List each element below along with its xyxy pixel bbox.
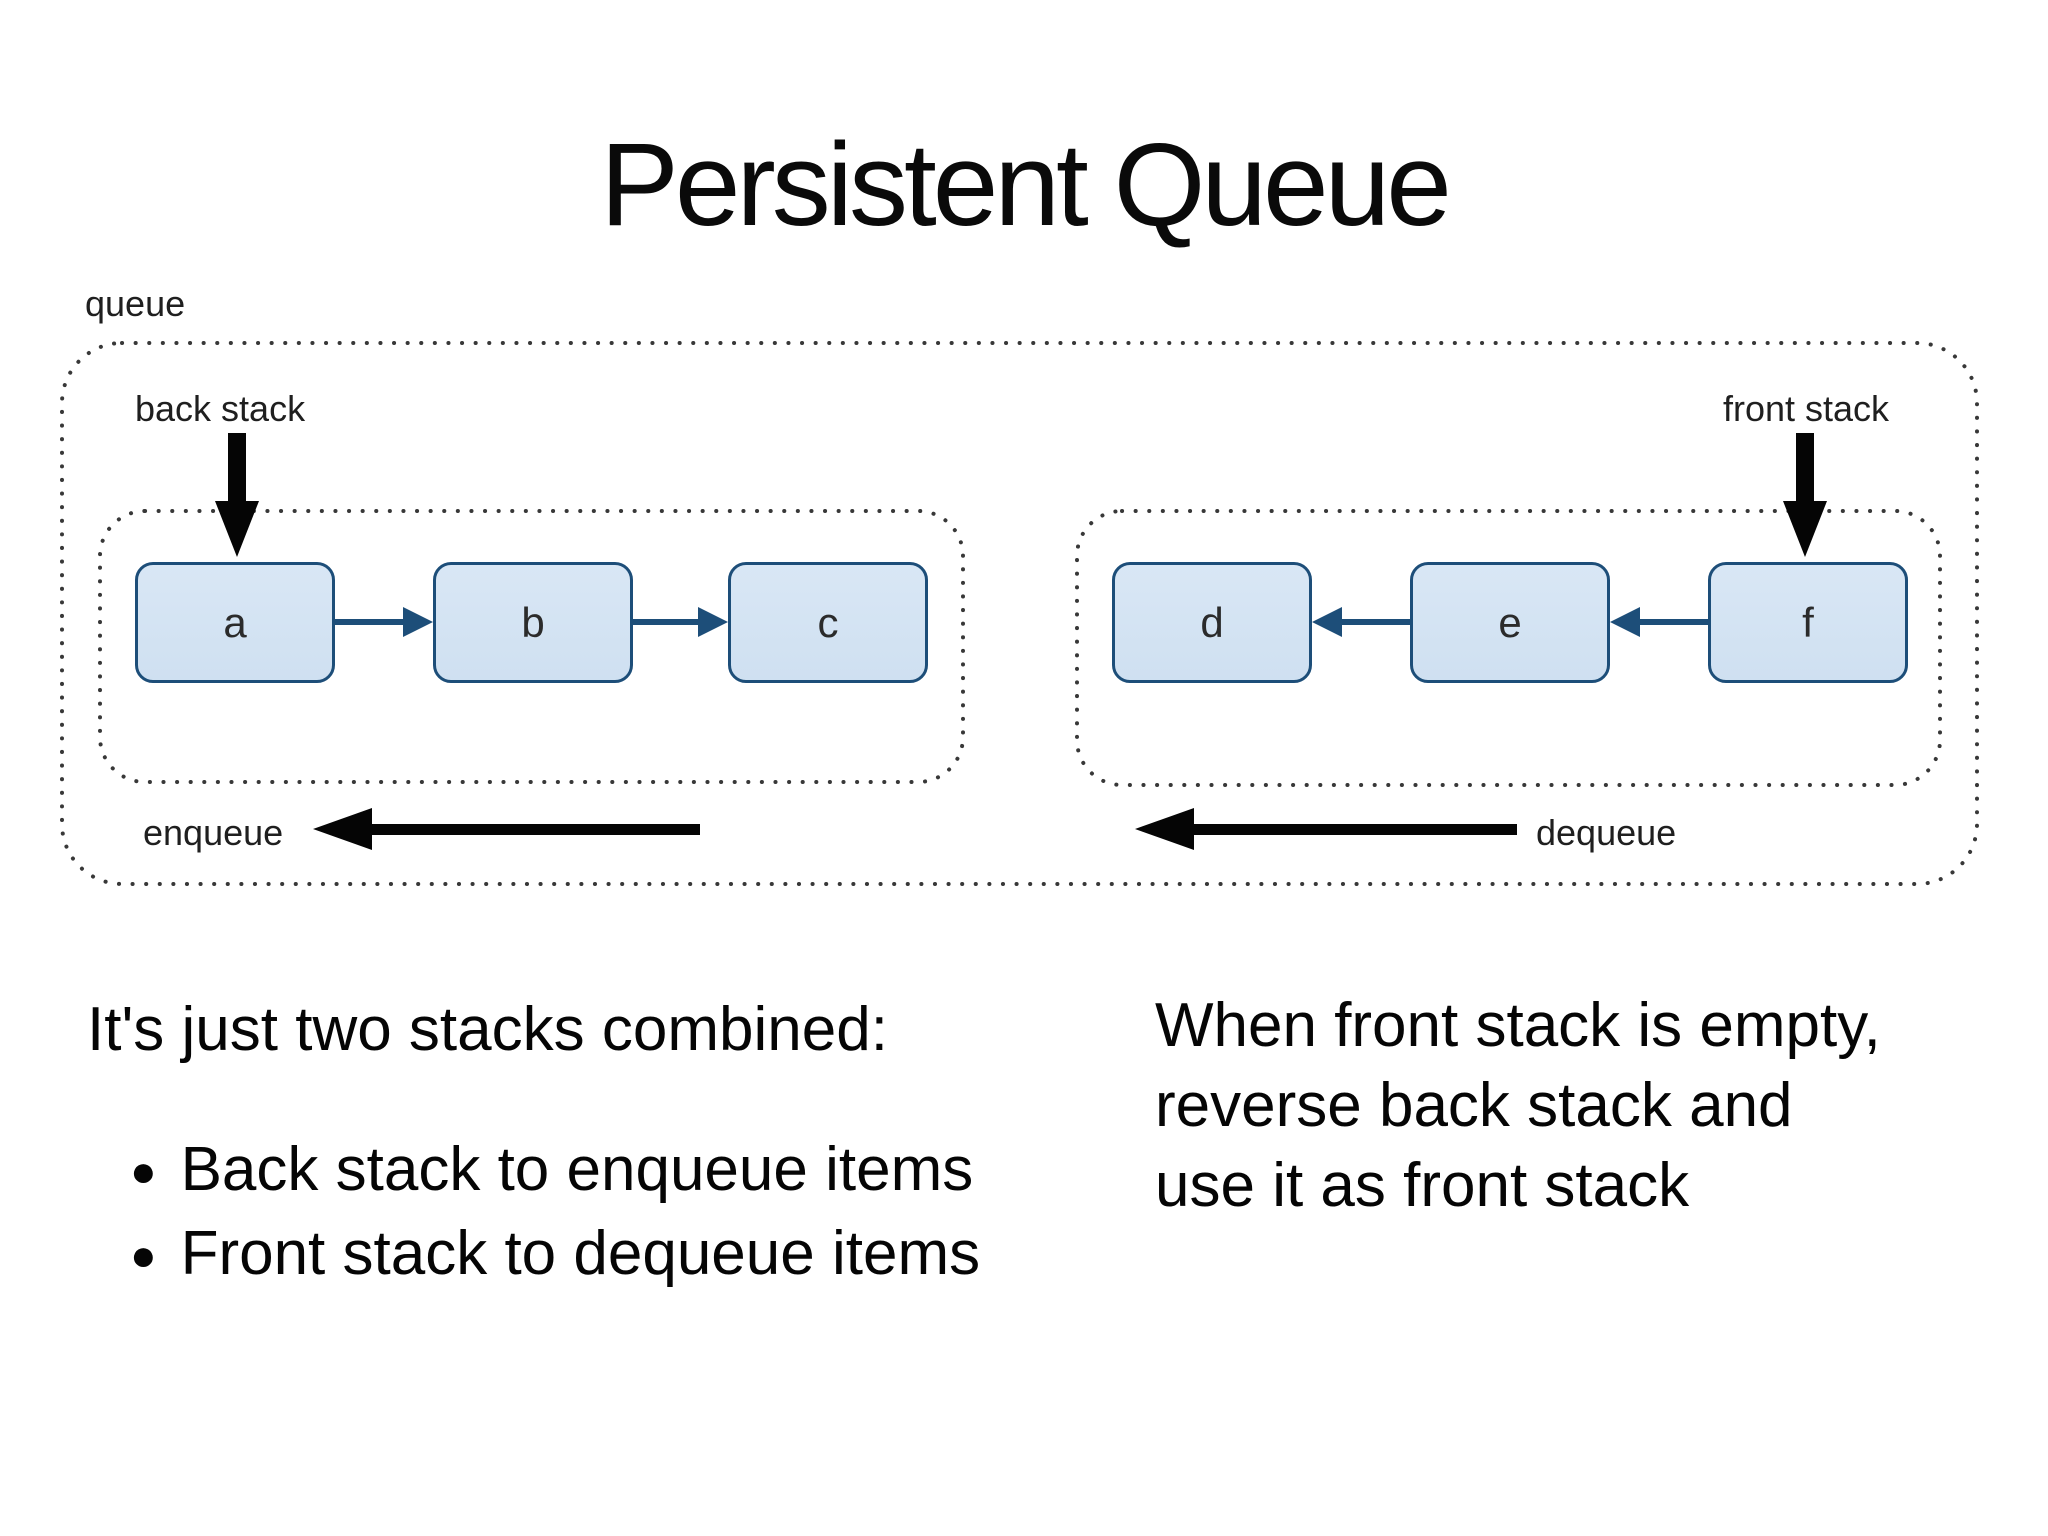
connector-e-d-arrow: [1312, 607, 1410, 637]
node-label: c: [817, 598, 839, 646]
back-stack-label: back stack: [135, 388, 306, 429]
page-title: Persistent Queue: [600, 119, 1452, 252]
enqueue-arrow: [313, 808, 700, 850]
note-line: use it as front stack: [1155, 1151, 1690, 1220]
node-label: d: [1200, 598, 1224, 646]
queue-label: queue: [85, 283, 186, 324]
node-a: a: [135, 562, 335, 683]
node-label: a: [223, 598, 247, 646]
connector-f-e-arrow: [1610, 607, 1708, 637]
connector-a-b-arrow: [335, 607, 433, 637]
left-note-bullet-list: ● Back stack to enqueue items ● Front st…: [130, 1128, 980, 1296]
bullet-icon: ●: [130, 1147, 157, 1196]
bullet-icon: ●: [130, 1231, 157, 1280]
bullet-text: Back stack to enqueue items: [180, 1135, 974, 1204]
dequeue-label: dequeue: [1536, 812, 1677, 853]
queue-boundary: [60, 341, 1979, 886]
note-line: When front stack is empty,: [1155, 991, 1881, 1060]
node-label: e: [1498, 598, 1522, 646]
note-line: reverse back stack and: [1155, 1071, 1793, 1140]
right-note: When front stack is empty, reverse back …: [1155, 986, 1881, 1226]
front-stack-label: front stack: [1723, 388, 1890, 429]
enqueue-label: enqueue: [143, 812, 284, 853]
list-item: ● Front stack to dequeue items: [130, 1212, 980, 1296]
list-item: ● Back stack to enqueue items: [130, 1128, 980, 1212]
left-note-heading: It's just two stacks combined:: [87, 995, 888, 1064]
back-stack-pointer-arrow: [215, 433, 259, 557]
node-label: b: [521, 598, 545, 646]
node-label: f: [1802, 598, 1814, 646]
front-stack-pointer-arrow: [1783, 433, 1827, 557]
node-f: f: [1708, 562, 1908, 683]
bullet-text: Front stack to dequeue items: [180, 1219, 981, 1288]
connector-b-c-arrow: [633, 607, 728, 637]
node-d: d: [1112, 562, 1312, 683]
node-c: c: [728, 562, 928, 683]
dequeue-arrow: [1135, 808, 1517, 850]
node-b: b: [433, 562, 633, 683]
node-e: e: [1410, 562, 1610, 683]
